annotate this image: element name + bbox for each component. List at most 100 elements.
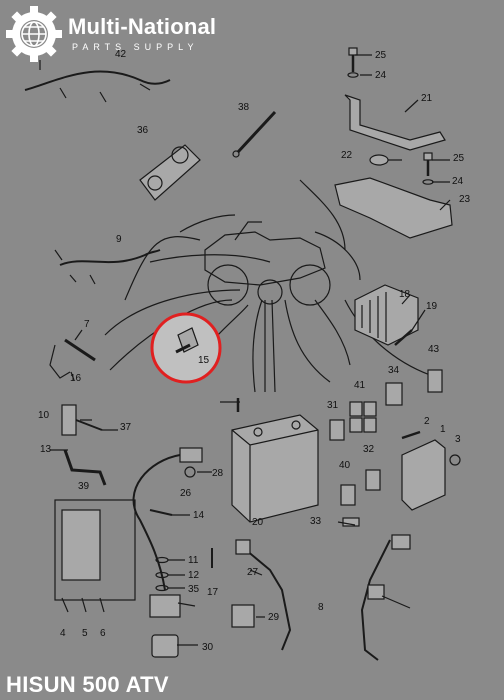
atv-rear-wheel: [289, 264, 331, 306]
part-35: [342, 517, 360, 527]
relay-10: [61, 404, 77, 436]
wire-harness-9: [59, 249, 161, 266]
connector-line: [104, 289, 241, 336]
screw-25-head: [423, 152, 433, 161]
gear-globe-icon: [6, 6, 62, 62]
callout-13: 13: [40, 444, 52, 455]
callout-42: 42: [115, 49, 127, 60]
battery-edges: [231, 429, 319, 522]
callout-8: 8: [318, 602, 324, 613]
callout-15: 15: [198, 355, 210, 366]
callout-36: 36: [137, 125, 149, 136]
part-44: [427, 369, 443, 393]
callout-16: 16: [70, 373, 82, 384]
part-43: [363, 417, 377, 433]
regulator-fins: [361, 292, 387, 342]
callout-35: 35: [188, 584, 200, 595]
callout-26: 26: [180, 488, 192, 499]
screw-39: [75, 419, 103, 431]
callout-30: 30: [202, 642, 214, 653]
atv-body: [204, 231, 326, 286]
screw-25-head: [348, 47, 358, 56]
callout-33: 33: [310, 516, 322, 527]
ecu-41: [61, 509, 101, 581]
part-14: [149, 509, 173, 516]
callout-21: 21: [421, 93, 433, 104]
cable-27-terminal: [235, 539, 251, 555]
cable-tie-head: [232, 150, 240, 158]
part-43: [349, 401, 363, 417]
sensor-16-wire: [49, 344, 71, 379]
atv-handlebar: [234, 221, 262, 241]
callout-3: 3: [455, 434, 461, 445]
callout-34: 34: [388, 365, 400, 376]
callout-4: 4: [60, 628, 66, 639]
brand-tagline: PARTS SUPPLY: [72, 42, 199, 52]
callout-23: 23: [459, 194, 471, 205]
callout-11: 11: [188, 555, 199, 566]
harness-8-plug: [367, 584, 385, 600]
battery-20: [231, 414, 319, 523]
callout-24: 24: [375, 70, 387, 81]
callout-28: 28: [212, 468, 224, 479]
sensor-7: [64, 338, 96, 362]
callout-1: 1: [440, 424, 446, 435]
ecu-frame-41: [54, 499, 136, 601]
sensor-15-thread: [175, 343, 191, 354]
connector-line: [284, 299, 331, 383]
callout-18: 18: [399, 289, 411, 300]
cable-26: [132, 454, 181, 591]
part-38-socket: [171, 146, 189, 164]
model-title: HISUN 500 ATV: [6, 672, 169, 697]
connector-line: [179, 214, 236, 233]
part-13: [63, 449, 107, 486]
atv-front-wheel: [207, 264, 249, 306]
callout-41: 41: [354, 380, 366, 391]
part-34: [365, 469, 381, 491]
washer-37: [155, 584, 169, 592]
bracket-21: [344, 94, 446, 151]
callout-40: 40: [339, 460, 351, 471]
callout-9: 9: [116, 234, 122, 245]
cdi-1: [401, 439, 446, 511]
part-43: [363, 401, 377, 417]
battery-terminal: [291, 420, 301, 430]
tray-23: [334, 177, 453, 239]
brand-logo: Multi-National PARTS SUPPLY: [6, 6, 246, 62]
connector-line: [124, 236, 201, 301]
connector-line: [149, 254, 271, 263]
washer-24: [422, 179, 434, 185]
starter-relay-29: [149, 594, 181, 618]
harness-8-plug: [391, 534, 411, 550]
nut-30: [184, 466, 196, 478]
part-31: [231, 604, 255, 628]
callout-5: 5: [82, 628, 88, 639]
cable-tie-40: [236, 110, 277, 154]
part-32: [151, 634, 179, 658]
callout-19: 19: [426, 301, 438, 312]
callout-10: 10: [38, 410, 50, 421]
leader-lines: [50, 54, 451, 646]
screw-2: [401, 430, 421, 440]
connector-line: [344, 299, 431, 376]
part-42: [340, 484, 356, 506]
callout-25: 25: [375, 50, 387, 61]
connector-line: [252, 299, 263, 393]
callout-24: 24: [452, 176, 464, 187]
bolt-19: [394, 329, 413, 346]
part-38-socket: [147, 175, 163, 191]
part-38: [139, 144, 201, 201]
part-33: [329, 419, 345, 441]
part-3: [449, 454, 461, 466]
callout-12: 12: [188, 570, 200, 581]
callout-25: 25: [453, 153, 465, 164]
callout-22: 22: [341, 150, 353, 161]
harness-branches: [54, 249, 96, 285]
callout-7: 7: [84, 319, 90, 330]
cable-26-terminal: [179, 447, 203, 463]
callout-39: 39: [78, 481, 90, 492]
part-43: [349, 417, 363, 433]
